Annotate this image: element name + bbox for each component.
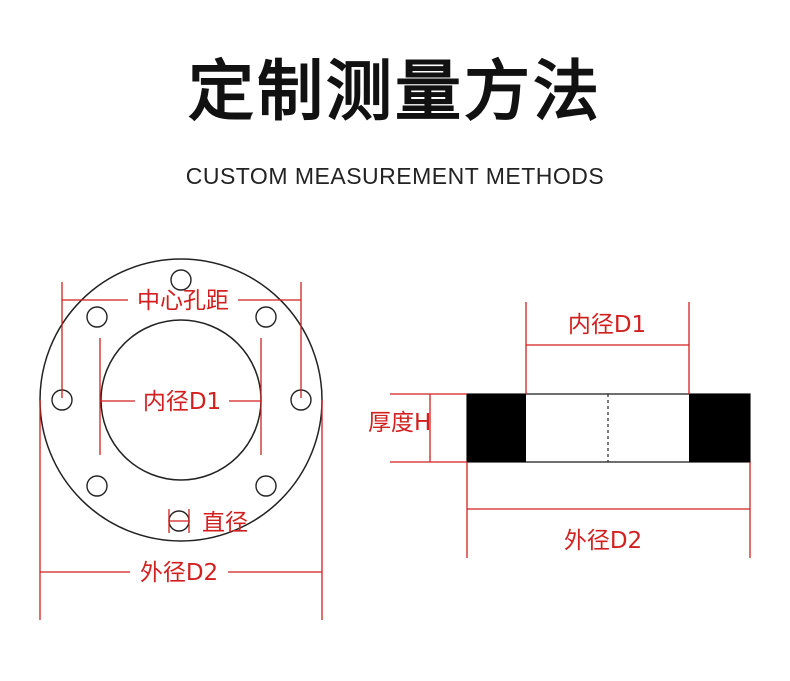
bolt-hole [255,306,277,328]
thickness-dimension [390,393,467,463]
outer-diameter-dimension-section [466,462,751,558]
outer-diameter-label-section: 外径D2 [564,528,642,554]
front-view: 中心孔距 内径D1 直径 外径D2 [39,258,323,620]
bolt-hole [170,269,192,291]
inner-diameter-dimension-front [99,338,262,455]
bolt-spacing-label: 中心孔距 [137,288,229,314]
page-title: 定制测量方法 [188,53,602,130]
inner-diameter-label-section: 内径D1 [568,312,646,338]
section-solid-left [467,394,526,462]
thickness-label: 厚度H [368,410,431,436]
bolt-hole [86,475,108,497]
inner-diameter-label-front: 内径D1 [143,389,221,415]
hole-diameter-dimension [168,509,190,533]
section-view: 内径D1 厚度H 外径D2 [368,302,751,558]
outer-diameter-label-front: 外径D2 [140,560,218,586]
hole-diameter-label: 直径 [202,510,248,536]
outer-diameter-dimension-front [39,400,323,620]
inner-diameter-dimension-section [525,302,690,394]
bolt-hole [86,306,108,328]
page-subtitle: CUSTOM MEASUREMENT METHODS [185,163,605,189]
section-solid-right [689,394,750,462]
bolt-hole [255,475,277,497]
bolt-spacing-dimension [61,282,302,398]
